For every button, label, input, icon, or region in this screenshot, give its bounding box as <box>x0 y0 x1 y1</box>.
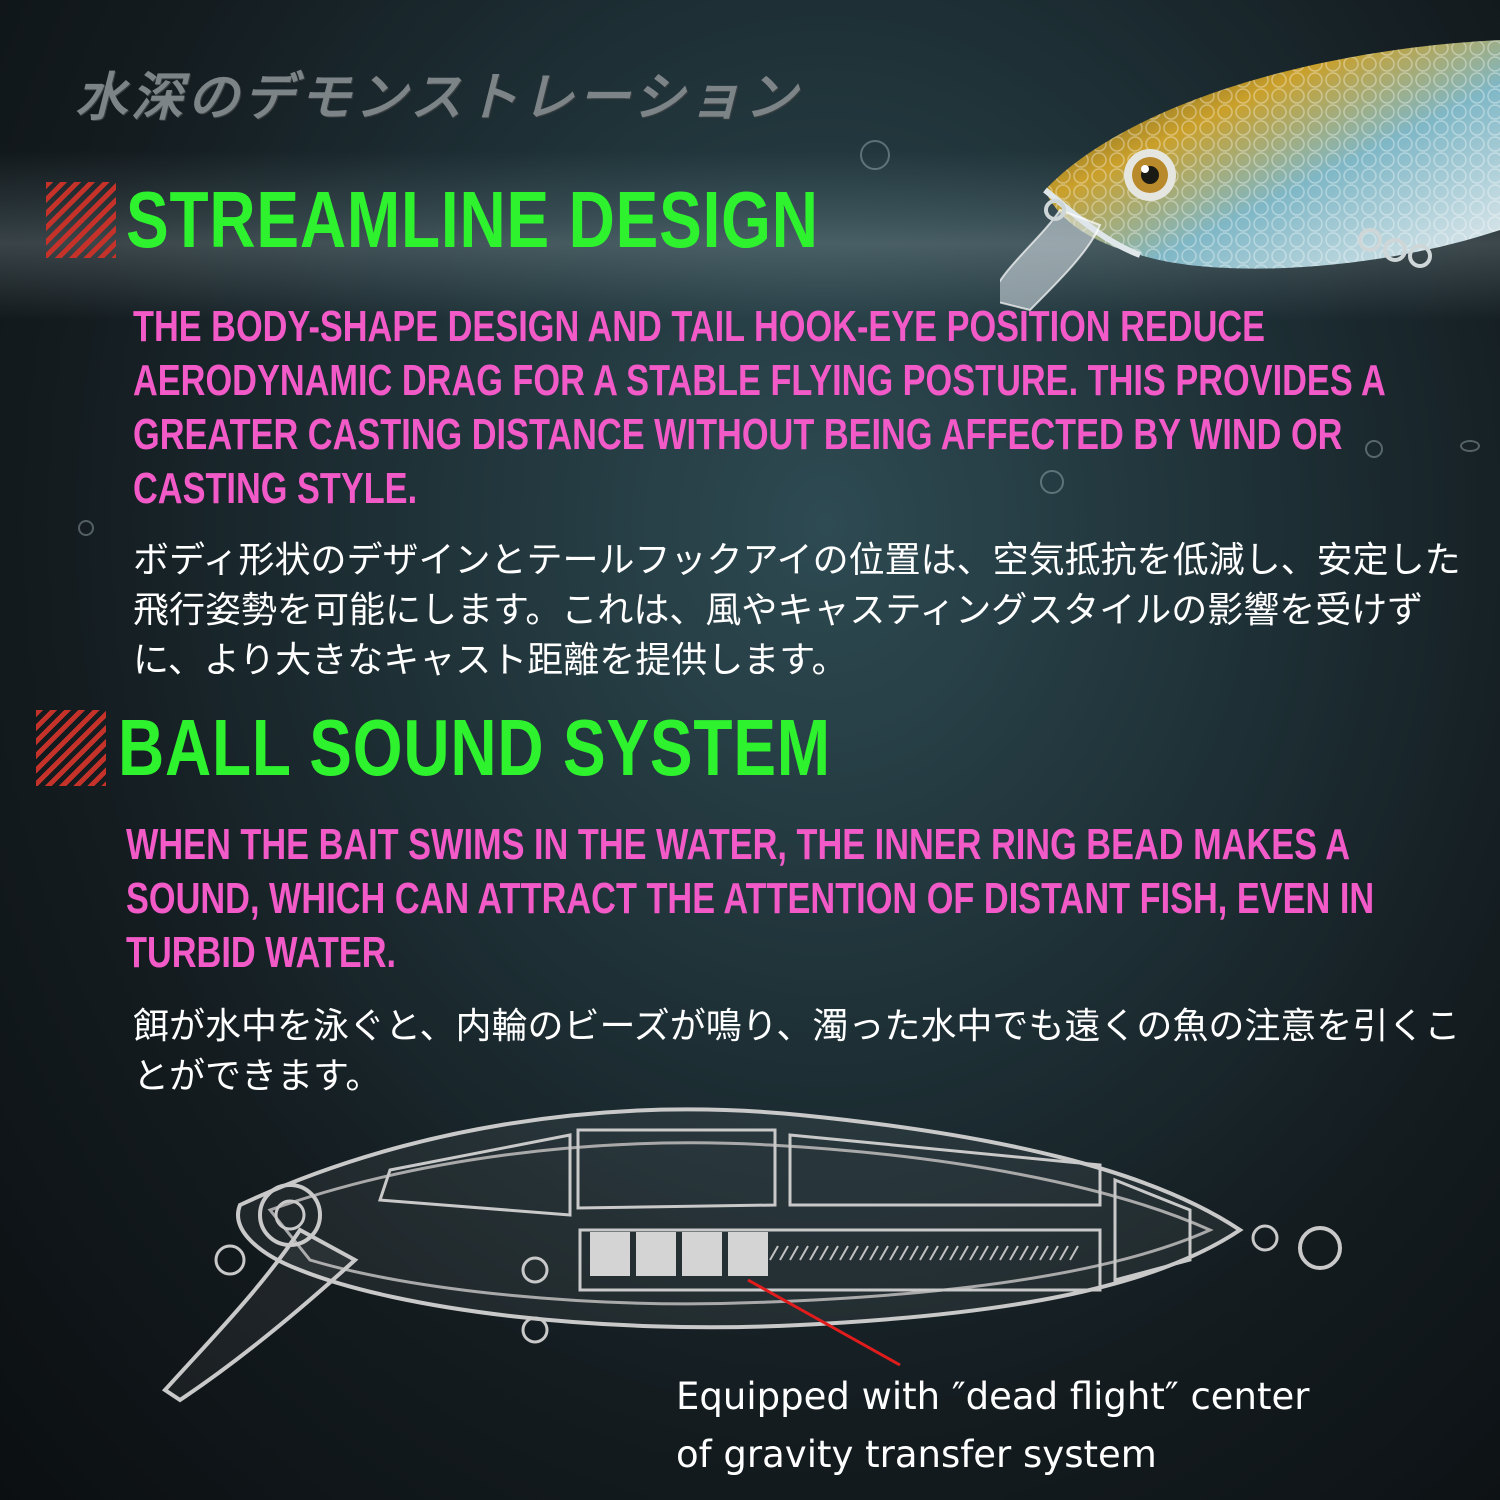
hatch-mark-icon <box>36 710 106 786</box>
fishing-lure-diagram <box>161 1107 1342 1403</box>
caption-line-1: Equipped with ″dead flight″ center <box>676 1375 1310 1418</box>
streamline-japanese-text: ボディ形状のデザインとテールフックアイの位置は、空気抵抗を低減し、安定した飛行姿… <box>133 540 1461 681</box>
bubble <box>1040 470 1064 494</box>
bubble <box>78 520 94 536</box>
streamline-english-text: THE BODY-SHAPE DESIGN AND TAIL HOOK-EYE … <box>133 302 1385 513</box>
fishing-lure-photo <box>1000 40 1500 312</box>
hatch-mark-icon <box>46 182 116 258</box>
top-title: 水深のデモンストレーション <box>75 67 801 128</box>
bubble <box>1365 440 1383 458</box>
diagram-caption: Equipped with ″dead flight″ center of gr… <box>676 1368 1376 1484</box>
pointer-line <box>747 1278 901 1367</box>
ball-sound-japanese-text: 餌が水中を泳ぐと、内輪のビーズが鳴り、濁った水中でも遠くの魚の注意を引くことがで… <box>133 1006 1461 1097</box>
caption-line-2: of gravity transfer system <box>676 1433 1157 1476</box>
section-heading-ball-sound: BALL SOUND SYSTEM <box>118 703 831 792</box>
ball-sound-english-text: WHEN THE BAIT SWIMS IN THE WATER, THE IN… <box>126 820 1375 977</box>
bubble <box>860 140 890 170</box>
section-heading-streamline: STREAMLINE DESIGN <box>126 175 819 264</box>
bubble <box>1460 440 1480 452</box>
